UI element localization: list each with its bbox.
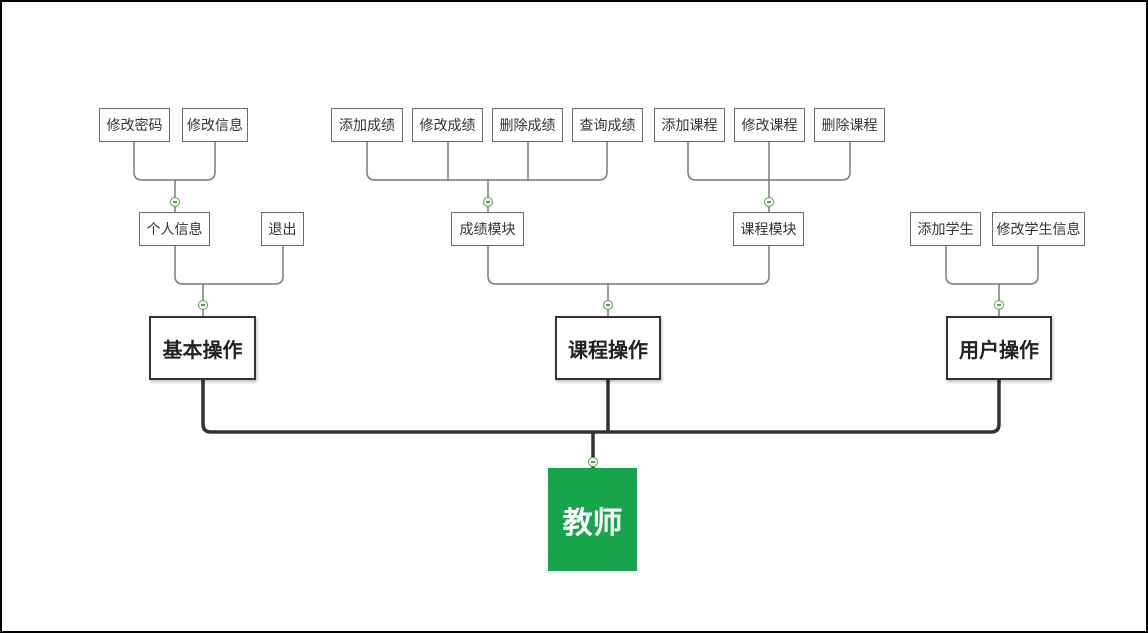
node-basic-operations[interactable]: 基本操作 — [149, 316, 256, 380]
collapse-toggle-basic[interactable] — [198, 300, 208, 310]
collapse-toggle-lesson[interactable] — [764, 197, 774, 207]
node-delete-course[interactable]: 删除课程 — [814, 108, 885, 142]
node-add-student[interactable]: 添加学生 — [910, 212, 981, 246]
node-change-info[interactable]: 修改信息 — [182, 108, 248, 142]
node-edit-course[interactable]: 修改课程 — [734, 108, 805, 142]
node-grade-module[interactable]: 成绩模块 — [451, 212, 524, 246]
node-change-password[interactable]: 修改密码 — [99, 108, 170, 142]
node-logout[interactable]: 退出 — [261, 212, 304, 246]
collapse-toggle-root[interactable] — [588, 457, 598, 467]
collapse-toggle-grade[interactable] — [483, 197, 493, 207]
node-course-operations[interactable]: 课程操作 — [555, 316, 661, 380]
collapse-toggle-profile[interactable] — [170, 197, 180, 207]
node-add-grade[interactable]: 添加成绩 — [331, 108, 403, 142]
node-delete-grade[interactable]: 删除成绩 — [492, 108, 563, 142]
node-query-grade[interactable]: 查询成绩 — [572, 108, 643, 142]
node-root-teacher[interactable]: 教师 — [548, 468, 637, 571]
collapse-toggle-user[interactable] — [994, 300, 1004, 310]
node-add-course[interactable]: 添加课程 — [654, 108, 725, 142]
node-edit-grade[interactable]: 修改成绩 — [412, 108, 483, 142]
node-course-module[interactable]: 课程模块 — [733, 212, 804, 246]
node-personal-info[interactable]: 个人信息 — [139, 212, 210, 246]
collapse-toggle-course[interactable] — [603, 300, 613, 310]
node-edit-student-info[interactable]: 修改学生信息 — [992, 212, 1085, 246]
node-user-operations[interactable]: 用户操作 — [946, 316, 1052, 380]
